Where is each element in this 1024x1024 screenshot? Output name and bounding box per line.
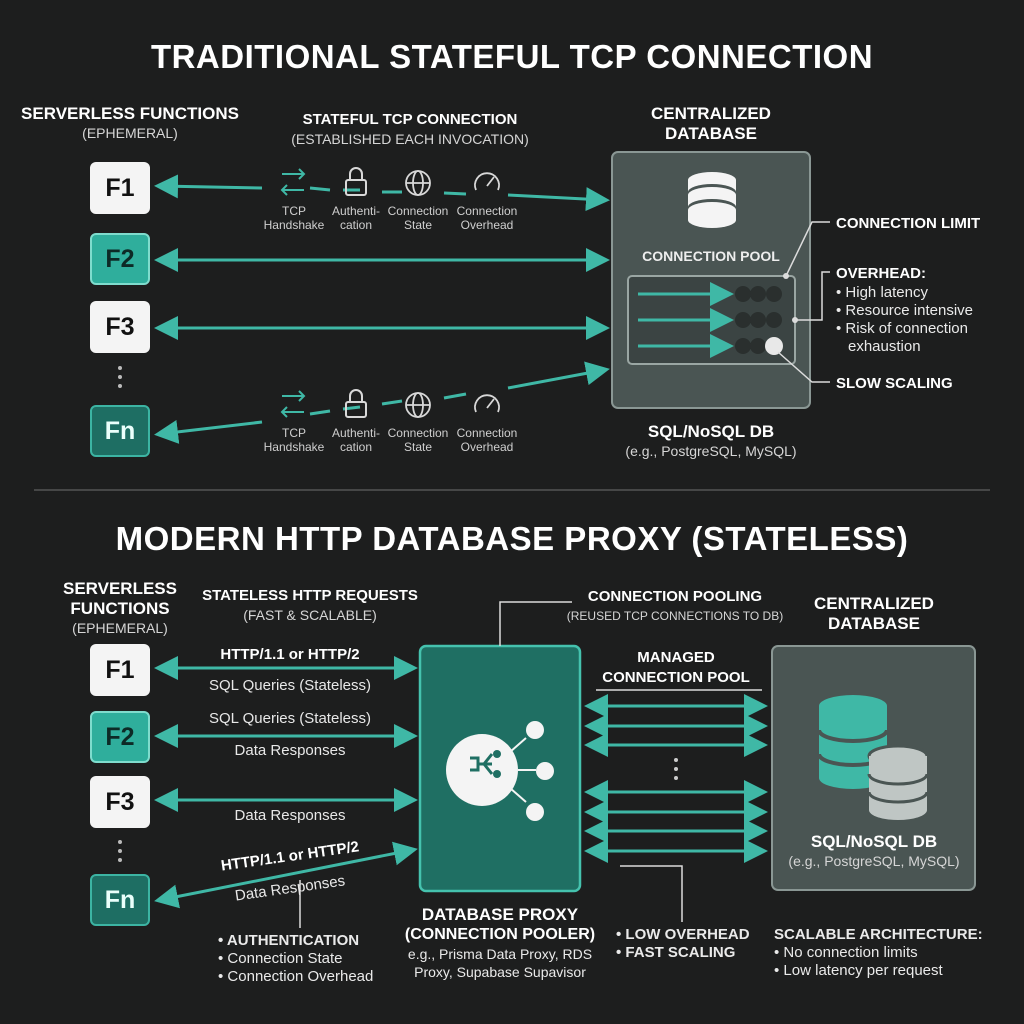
data-responses-label-2: Data Responses xyxy=(234,807,346,824)
bottom-db-title-2: DATABASE xyxy=(828,614,920,633)
top-serverless-header: SERVERLESS FUNCTIONS (EPHEMERAL) xyxy=(10,104,250,142)
pooling-sub: (REUSED TCP CONNECTIONS TO DB) xyxy=(566,609,784,623)
arrows-icon xyxy=(280,168,306,418)
connection-pool-label: CONNECTION POOL xyxy=(642,248,780,264)
overhead-item: • Resource intensive xyxy=(836,302,973,319)
bottom-title: MODERN HTTP DATABASE PROXY (STATELESS) xyxy=(115,520,909,557)
bottom-db-caption: SQL/NoSQL DB (e.g., PostgreSQL, MySQL) xyxy=(775,832,973,870)
bullet-item: • AUTHENTICATION xyxy=(218,932,360,949)
globe-icon xyxy=(405,170,431,418)
top-db-title-1: CENTRALIZED xyxy=(651,104,771,123)
top-function-f2[interactable]: F2 xyxy=(90,233,150,285)
overhead-item: • High latency xyxy=(836,284,928,301)
bottom-db-name: SQL/NoSQL DB xyxy=(810,832,938,851)
bottom-serverless-sub: (EPHEMERAL) xyxy=(72,620,168,636)
database-icon xyxy=(688,172,736,228)
overhead-item: • Risk of connection xyxy=(836,320,968,337)
overhead-item: exhaustion xyxy=(848,338,921,355)
managed-pool-label: MANAGED CONNECTION POOL xyxy=(602,649,750,686)
proxy-examples-1: e.g., Prisma Data Proxy, RDS xyxy=(407,946,593,962)
bottom-function-f3[interactable]: F3 xyxy=(90,776,150,828)
top-conn-title: STATEFUL TCP CONNECTION xyxy=(302,111,518,128)
scalable-item: • Low latency per request xyxy=(774,962,943,979)
proxy-caption: DATABASE PROXY (CONNECTION POOLER) e.g.,… xyxy=(380,905,620,981)
proxy-title-1: DATABASE PROXY xyxy=(421,905,579,924)
data-responses-label-1: Data Responses xyxy=(234,742,346,759)
pool-connections xyxy=(638,282,734,358)
bottom-function-f2[interactable]: F2 xyxy=(90,711,150,763)
bullet-item: • Connection Overhead xyxy=(218,968,374,985)
slow-scaling-label: SLOW SCALING xyxy=(836,375,953,392)
pool-ellipsis xyxy=(674,758,678,780)
bottom-req-header: STATELESS HTTP REQUESTS (FAST & SCALABLE… xyxy=(190,586,430,624)
bottom-db-examples: (e.g., PostgreSQL, MySQL) xyxy=(788,853,960,869)
bottom-serverless-title-2: FUNCTIONS xyxy=(70,599,170,618)
proxy-title-2: (CONNECTION POOLER) xyxy=(404,926,596,943)
bottom-serverless-title-1: SERVERLESS xyxy=(62,579,177,598)
bullet-item: • Connection State xyxy=(218,950,343,967)
top-conn-header: STATEFUL TCP CONNECTION (ESTABLISHED EAC… xyxy=(260,110,560,148)
top-db-header: CENTRALIZED DATABASE xyxy=(612,104,810,144)
connection-limit-label: CONNECTION LIMIT xyxy=(836,215,981,232)
bottom-function-fn[interactable]: Fn xyxy=(90,874,150,926)
proxy-network-icon xyxy=(470,721,554,821)
request-arrows xyxy=(154,656,418,909)
overhead-callout: OVERHEAD: • High latency • Resource inte… xyxy=(836,264,1016,356)
step-label-auth: Authenti-cation xyxy=(331,204,381,232)
bullet-item: • LOW OVERHEAD xyxy=(616,926,750,943)
top-db-caption: SQL/NoSQL DB (e.g., PostgreSQL, MySQL) xyxy=(600,422,822,460)
top-conn-sub: (ESTABLISHED EACH INVOCATION) xyxy=(291,131,529,147)
top-serverless-title: SERVERLESS FUNCTIONS xyxy=(21,104,239,123)
sql-queries-label-2: SQL Queries (Stateless) xyxy=(208,710,371,727)
bottom-req-sub: (FAST & SCALABLE) xyxy=(243,607,377,623)
mid-bullets: • LOW OVERHEAD • FAST SCALING xyxy=(616,926,776,962)
bottom-serverless-header: SERVERLESS FUNCTIONS (EPHEMERAL) xyxy=(40,579,200,637)
left-bullets: • AUTHENTICATION • Connection State • Co… xyxy=(218,932,418,986)
proxy-examples-2: Proxy, Supabase Supavisor xyxy=(414,964,586,980)
bottom-db-header: CENTRALIZED DATABASE xyxy=(775,594,973,634)
lock-icon xyxy=(345,167,367,418)
pooling-header: CONNECTION POOLING (REUSED TCP CONNECTIO… xyxy=(560,587,790,625)
bottom-req-title: STATELESS HTTP REQUESTS xyxy=(202,587,418,604)
overhead-title: OVERHEAD: xyxy=(836,265,927,282)
bullet-item: • FAST SCALING xyxy=(616,944,736,961)
step-label-auth-2: Authenti-cation xyxy=(331,426,381,454)
function-ellipsis xyxy=(118,366,122,862)
top-connection-arrows xyxy=(154,174,604,444)
scalable-callout: SCALABLE ARCHITECTURE: • No connection l… xyxy=(774,926,1014,980)
database-gray-icon xyxy=(867,744,929,820)
pool-slots xyxy=(735,286,783,355)
sql-queries-label-1: SQL Queries (Stateless) xyxy=(208,677,371,694)
top-db-examples: (e.g., PostgreSQL, MySQL) xyxy=(625,443,797,459)
top-db-title-2: DATABASE xyxy=(665,124,757,143)
pooling-title: CONNECTION POOLING xyxy=(587,588,763,605)
top-function-f3[interactable]: F3 xyxy=(90,301,150,353)
bottom-db-title-1: CENTRALIZED xyxy=(814,594,934,613)
gauge-icon xyxy=(474,172,500,413)
pool-arrows xyxy=(584,694,768,863)
http-label-1: HTTP/1.1 or HTTP/2 xyxy=(220,646,360,663)
bottom-callouts xyxy=(299,865,683,928)
top-function-f1[interactable]: F1 xyxy=(90,162,150,214)
pooling-callout-line xyxy=(499,601,762,691)
top-db-name: SQL/NoSQL DB xyxy=(647,422,775,441)
top-serverless-sub: (EPHEMERAL) xyxy=(82,125,178,141)
top-function-fn[interactable]: Fn xyxy=(90,405,150,457)
scalable-title: SCALABLE ARCHITECTURE: xyxy=(774,926,983,943)
top-title: TRADITIONAL STATEFUL TCP CONNECTION xyxy=(150,38,874,75)
callout-lines-top xyxy=(777,221,830,383)
bottom-function-f1[interactable]: F1 xyxy=(90,644,150,696)
scalable-item: • No connection limits xyxy=(774,944,918,961)
